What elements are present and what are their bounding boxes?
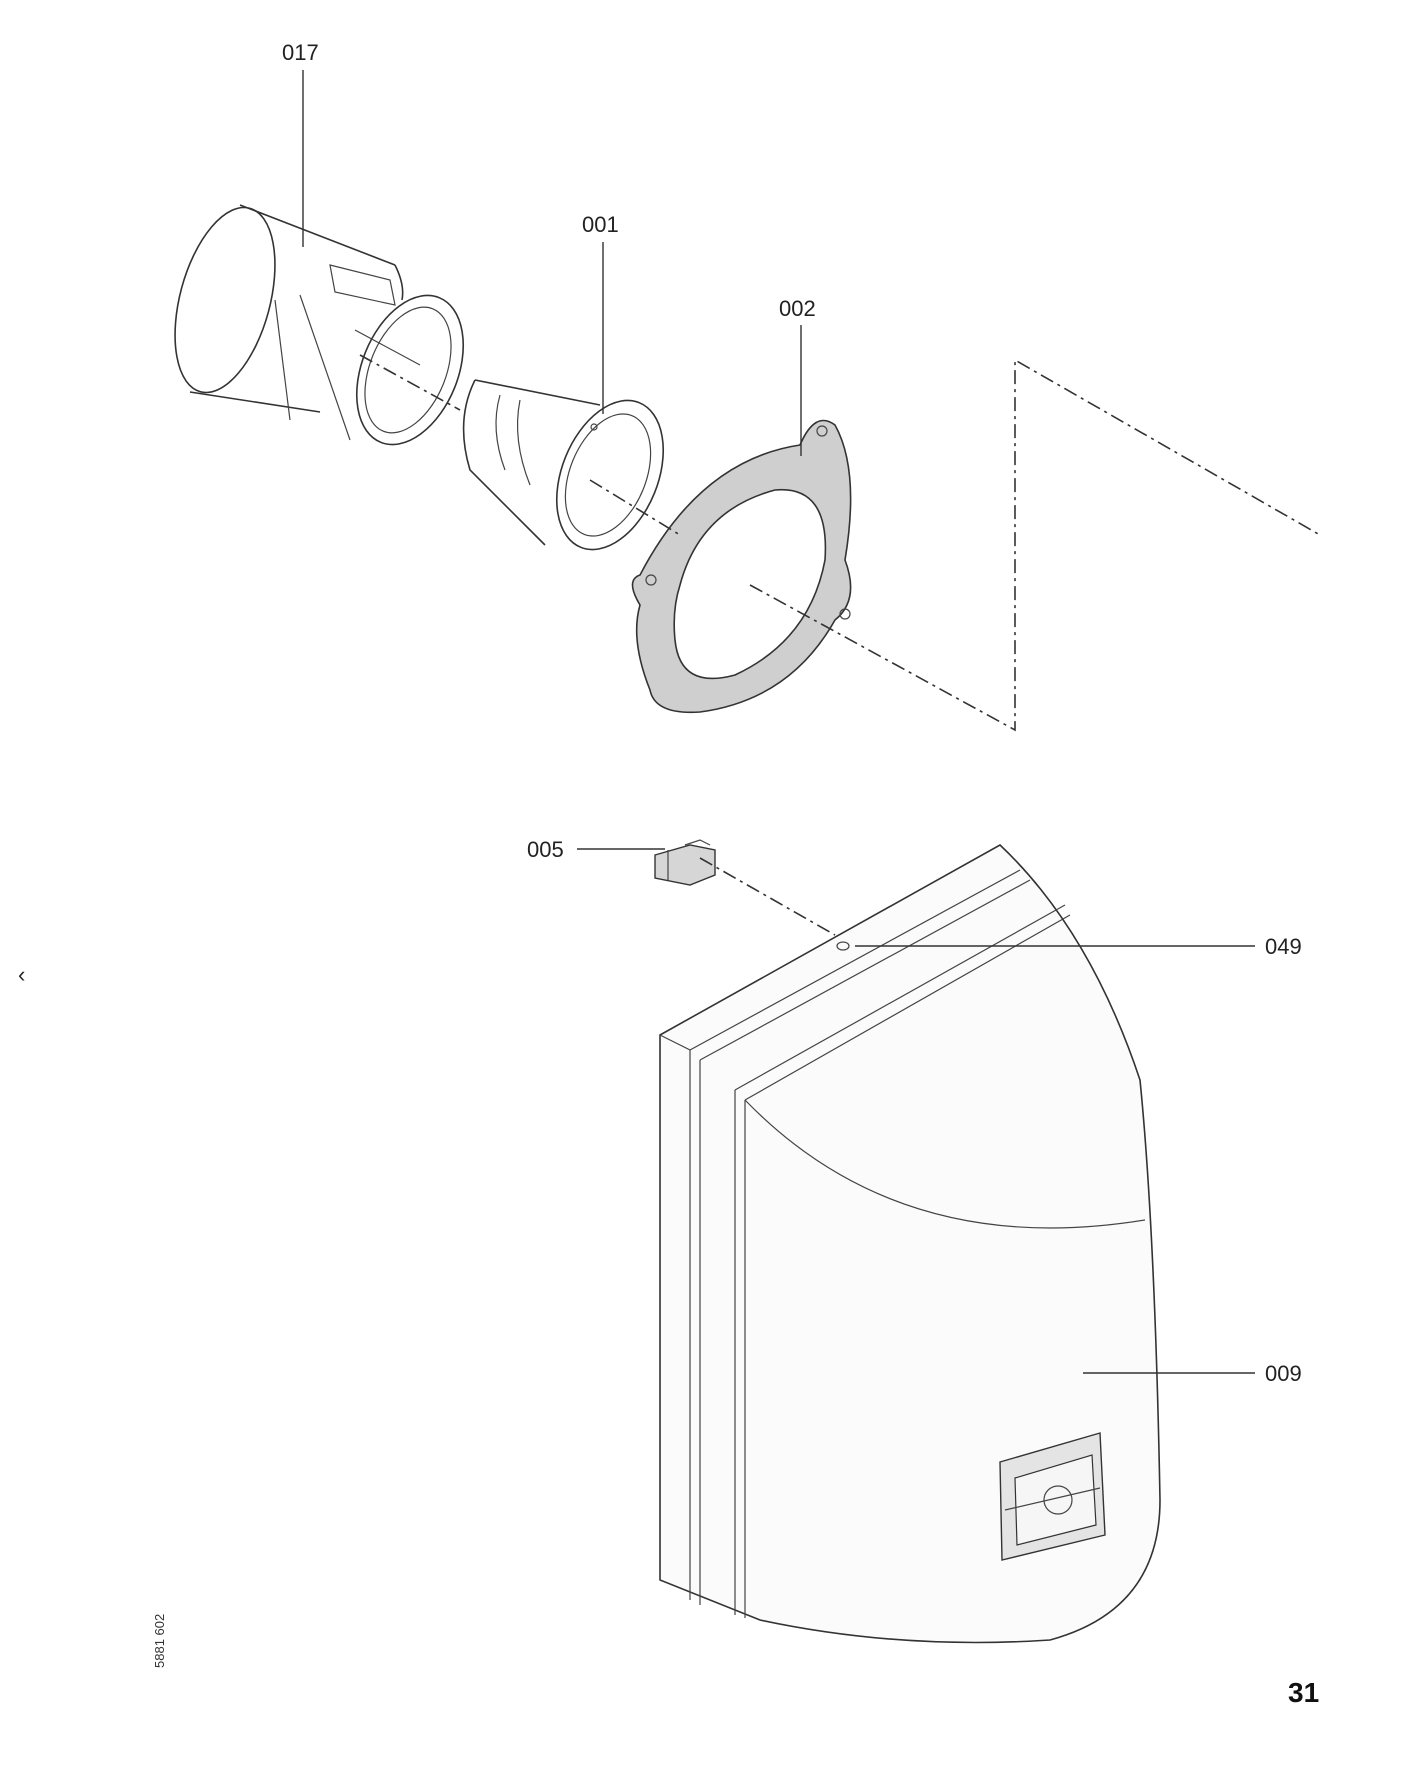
part-002-gasket bbox=[631, 419, 852, 714]
part-017-adapter-tube bbox=[174, 204, 465, 446]
nav-back-icon[interactable]: ‹ bbox=[18, 962, 25, 987]
page-number: 31 bbox=[1288, 1677, 1319, 1708]
part-005-clip bbox=[654, 839, 716, 886]
part-009-casing bbox=[659, 844, 1161, 1644]
label-017: 017 bbox=[282, 40, 319, 65]
label-049: 049 bbox=[1265, 934, 1302, 959]
assembly-axes bbox=[359, 354, 1321, 936]
part-001-nozzle-cone bbox=[462, 379, 665, 551]
document-id: 5881 602 bbox=[152, 1614, 167, 1668]
label-009: 009 bbox=[1265, 1361, 1302, 1386]
leader-lines bbox=[302, 70, 1255, 1374]
label-002: 002 bbox=[779, 296, 816, 321]
label-005: 005 bbox=[527, 837, 564, 862]
label-001: 001 bbox=[582, 212, 619, 237]
